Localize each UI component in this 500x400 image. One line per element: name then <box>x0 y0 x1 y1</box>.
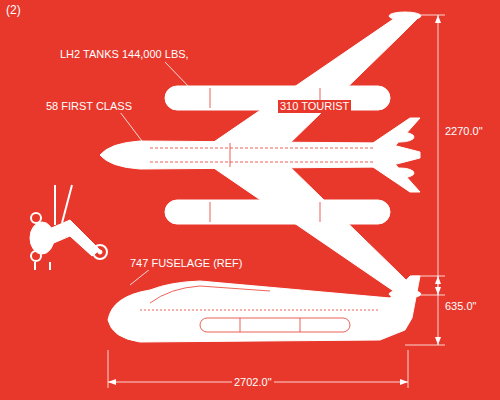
label-text: 747 FUSELAGE (REF) <box>128 257 244 270</box>
label-text: LH2 TANKS 144,000 LBS, <box>58 48 191 61</box>
label-text: 58 FIRST CLASS <box>44 100 134 113</box>
label-text: 310 TOURIST <box>278 100 351 113</box>
fuselage-side <box>108 276 420 342</box>
label-text: (2) <box>4 4 23 17</box>
label-text: 635.0" <box>443 300 478 313</box>
lower-wing <box>205 162 418 292</box>
label-text: 2702.0" <box>232 376 274 389</box>
upper-wing <box>205 18 418 148</box>
lower-lh2-tank <box>165 200 390 224</box>
label-text: 2270.0" <box>443 125 485 138</box>
